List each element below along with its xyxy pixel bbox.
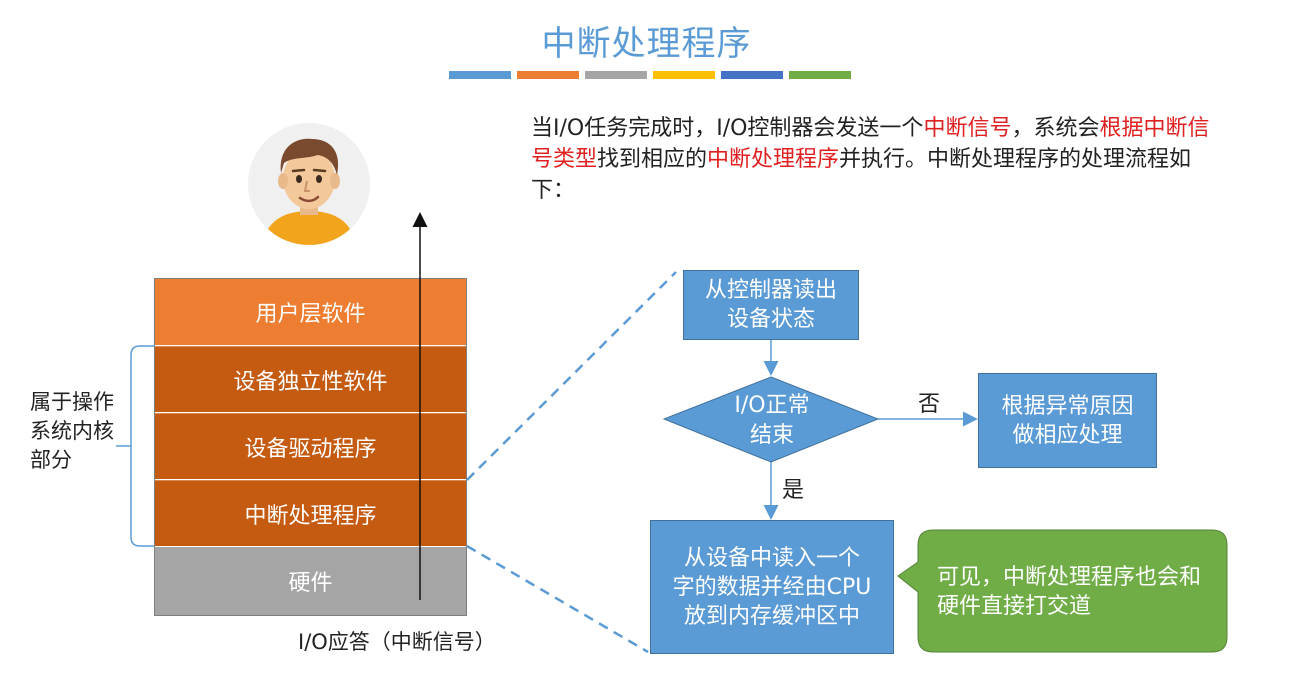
intro-highlight: 根据中断信号类型 — [531, 116, 1210, 172]
flow-read-status: 从控制器读出 设备状态 — [683, 270, 859, 340]
zoom-line-top — [466, 271, 677, 481]
color-bar — [789, 71, 851, 79]
response-label: I/O应答（中断信号） — [298, 630, 496, 654]
edge-label-no: 否 — [918, 392, 941, 417]
color-bar — [449, 71, 511, 79]
intro-highlight: 中断信号 — [923, 116, 1012, 141]
page-title: 中断处理程序 — [541, 24, 752, 64]
flow-read-data: 从设备中读入一个 字的数据并经由CPU 放到内存缓冲区中 — [650, 520, 894, 654]
layer-device-driver: 设备驱动程序 — [155, 413, 466, 479]
kernel-note: 属于操作系统内核部分 — [30, 390, 114, 472]
callout-bubble — [897, 529, 1228, 653]
decision-diamond — [662, 376, 880, 463]
intro-text: 并执行。中断处理程序的处理流程如下： — [531, 147, 1192, 203]
title-color-bars — [449, 71, 851, 79]
flow-read-data-label: 从设备中读入一个 字的数据并经由CPU 放到内存缓冲区中 — [672, 545, 872, 629]
color-bar — [653, 71, 715, 79]
layer-stack-frame — [154, 278, 467, 616]
edge-label-yes: 是 — [782, 478, 805, 503]
layer-user-software: 用户层软件 — [155, 279, 466, 345]
color-bar — [721, 71, 783, 79]
zoom-line-bottom — [466, 544, 649, 654]
color-bar — [517, 71, 579, 79]
intro-highlight: 中断处理程序 — [707, 147, 840, 172]
flow-error-handle: 根据异常原因 做相应处理 — [978, 373, 1157, 468]
intro-text: ，系统会 — [1011, 116, 1100, 141]
callout-text: 可见，中断处理程序也会和硬件直接打交道 — [937, 565, 1202, 619]
intro-paragraph: 当I/O任务完成时，I/O控制器会发送一个中断信号，系统会根据中断信号类型找到相… — [531, 113, 1231, 206]
color-bar — [585, 71, 647, 79]
flow-error-handle-label: 根据异常原因 做相应处理 — [1001, 393, 1134, 448]
layer-device-independent: 设备独立性软件 — [155, 346, 466, 412]
intro-text: 找到相应的 — [597, 147, 708, 172]
flow-read-status-label: 从控制器读出 设备状态 — [704, 278, 837, 332]
flow-decision-label: I/O正常 结束 — [734, 393, 810, 448]
avatar — [248, 123, 370, 245]
intro-text: 当I/O任务完成时，I/O控制器会发送一个 — [531, 116, 924, 141]
person-avatar-icon — [248, 123, 370, 245]
layer-interrupt-handler: 中断处理程序 — [155, 480, 466, 546]
layer-hardware: 硬件 — [155, 547, 466, 615]
